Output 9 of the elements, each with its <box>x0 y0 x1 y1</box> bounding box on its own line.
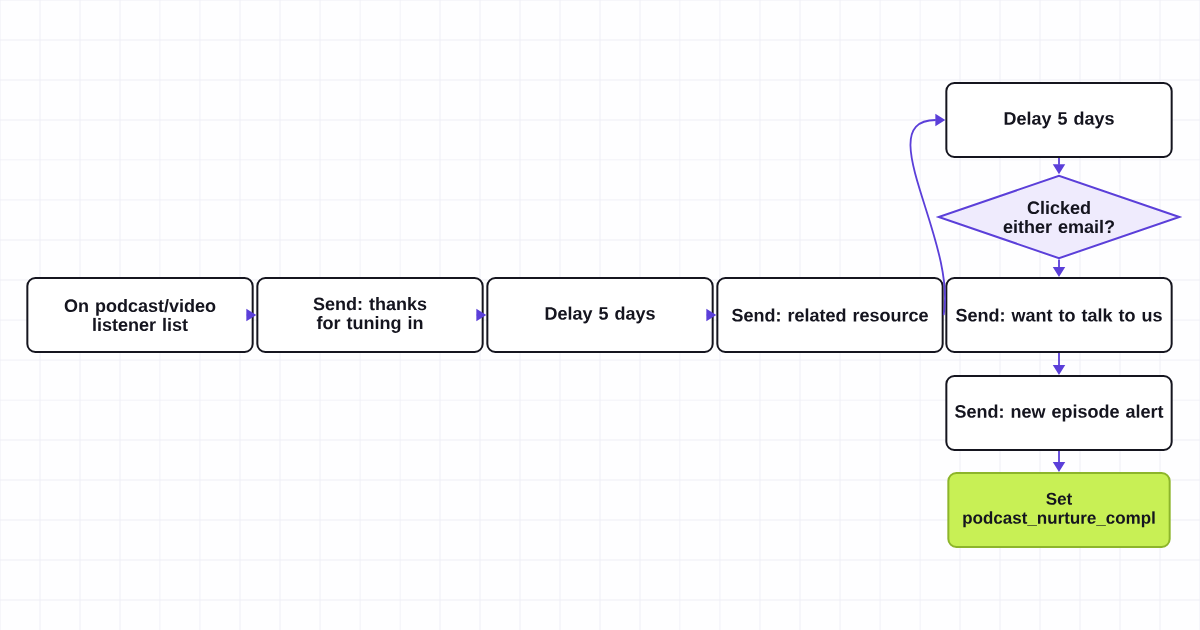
process-box: On podcast/video listener list <box>26 277 254 353</box>
process-box: Send: thanks for tuning in <box>256 277 484 353</box>
process-box: Send: related resource <box>716 277 944 353</box>
arrow <box>909 113 946 316</box>
process-box: Send: want to talk to us <box>945 277 1173 353</box>
process-box: Delay 5 days <box>945 82 1173 158</box>
process-box: Send: new episode alert <box>945 375 1173 451</box>
end-box: Set podcast_nurture_compl <box>947 472 1171 548</box>
process-box: Delay 5 days <box>486 277 714 353</box>
